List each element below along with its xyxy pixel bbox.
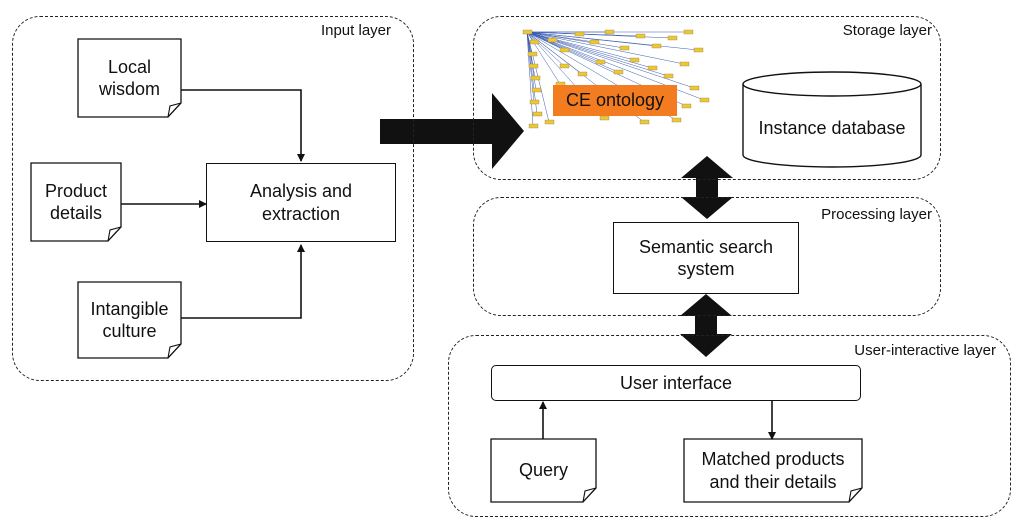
user-interactive-layer: User-interactive layer xyxy=(448,335,1011,517)
ontology-node xyxy=(544,119,555,125)
connector-local-wisdom-to-analysis xyxy=(181,89,305,162)
semantic-search-label: Semantic search system xyxy=(638,236,774,280)
ontology-edge xyxy=(526,31,673,39)
ce-ontology-label: CE ontology xyxy=(553,85,677,116)
instance-database-label: Instance database xyxy=(758,118,906,138)
ontology-node xyxy=(693,47,704,53)
user-interface-box: User interface xyxy=(491,365,861,401)
doc-local-wisdom: Local wisdom xyxy=(78,39,181,117)
processing-layer: Processing layer xyxy=(473,197,941,316)
ontology-edge xyxy=(526,31,685,65)
ontology-node xyxy=(527,51,538,57)
ontology-node xyxy=(531,87,542,93)
ontology-edge xyxy=(526,31,699,51)
ontology-node xyxy=(589,39,600,45)
ontology-node xyxy=(681,103,692,109)
ontology-node xyxy=(679,61,690,67)
ontology-node xyxy=(577,71,588,77)
ontology-node xyxy=(635,33,646,39)
doc-product-details: Product details xyxy=(31,163,121,241)
ontology-edge xyxy=(526,31,619,73)
ontology-node xyxy=(683,29,694,35)
ontology-node xyxy=(639,119,650,125)
processing-layer-label: Processing layer xyxy=(821,206,932,223)
doc-product-details-shape xyxy=(30,162,122,242)
ontology-node xyxy=(595,59,606,65)
ontology-node xyxy=(559,63,570,69)
ontology-edge xyxy=(526,31,565,67)
ontology-graph-thumbnail xyxy=(522,29,710,129)
ontology-node xyxy=(619,45,630,51)
storage-layer-label: Storage layer xyxy=(842,22,932,39)
doc-query-shape xyxy=(490,438,597,503)
ontology-node xyxy=(629,57,640,63)
ontology-node xyxy=(599,115,610,121)
ontology-edge xyxy=(526,31,537,91)
doc-query: Query xyxy=(491,439,596,502)
connector-intangible-culture-to-analysis xyxy=(181,244,305,319)
storage-layer: Storage layer xyxy=(473,16,941,180)
ontology-node xyxy=(671,117,682,123)
input-layer: Input layer xyxy=(12,16,414,381)
ontology-node xyxy=(651,43,662,49)
ontology-node xyxy=(530,75,541,81)
doc-product-details-label: Product details xyxy=(44,180,108,224)
doc-local-wisdom-label: Local wisdom xyxy=(98,56,160,100)
ontology-node xyxy=(532,111,543,117)
ontology-node xyxy=(647,65,658,71)
ontology-node xyxy=(667,35,678,41)
ontology-edge xyxy=(526,31,601,63)
double-arrow-storage-processing xyxy=(681,156,733,219)
big-arrow-input-to-storage xyxy=(380,93,524,169)
doc-query-label: Query xyxy=(518,460,569,481)
input-layer-label: Input layer xyxy=(320,22,391,39)
doc-intangible-culture-shape xyxy=(77,281,182,359)
double-arrow-processing-user xyxy=(680,294,732,357)
user-interface-label: User interface xyxy=(619,372,733,393)
ontology-node xyxy=(559,47,570,53)
ontology-node xyxy=(528,63,539,69)
ontology-node xyxy=(529,39,540,45)
doc-intangible-culture: Intangible culture xyxy=(78,282,181,358)
ontology-edge xyxy=(526,31,625,49)
user-interactive-layer-label: User-interactive layer xyxy=(854,342,996,359)
ce-ontology-text: CE ontology xyxy=(565,90,665,110)
doc-intangible-culture-label: Intangible culture xyxy=(90,298,169,342)
analysis-extraction-label: Analysis and extraction xyxy=(249,181,353,224)
ontology-edge xyxy=(526,31,635,61)
ontology-node xyxy=(689,85,700,91)
ontology-node xyxy=(613,69,624,75)
semantic-search-box: Semantic search system xyxy=(613,222,799,294)
ontology-node xyxy=(547,37,558,43)
ontology-node xyxy=(529,99,540,105)
doc-matched-products: Matched products and their details xyxy=(684,439,862,502)
instance-database-cylinder xyxy=(742,71,922,168)
ontology-edge xyxy=(526,31,534,127)
doc-matched-products-shape xyxy=(683,438,863,503)
ontology-node xyxy=(574,31,585,37)
doc-local-wisdom-shape xyxy=(77,38,182,118)
ontology-node xyxy=(528,123,539,129)
doc-matched-products-label: Matched products and their details xyxy=(701,449,845,492)
ontology-node xyxy=(522,29,533,35)
ontology-node xyxy=(699,97,710,103)
analysis-extraction-box: Analysis and extraction xyxy=(206,163,396,242)
ontology-node xyxy=(604,29,615,35)
ontology-node xyxy=(663,73,674,79)
